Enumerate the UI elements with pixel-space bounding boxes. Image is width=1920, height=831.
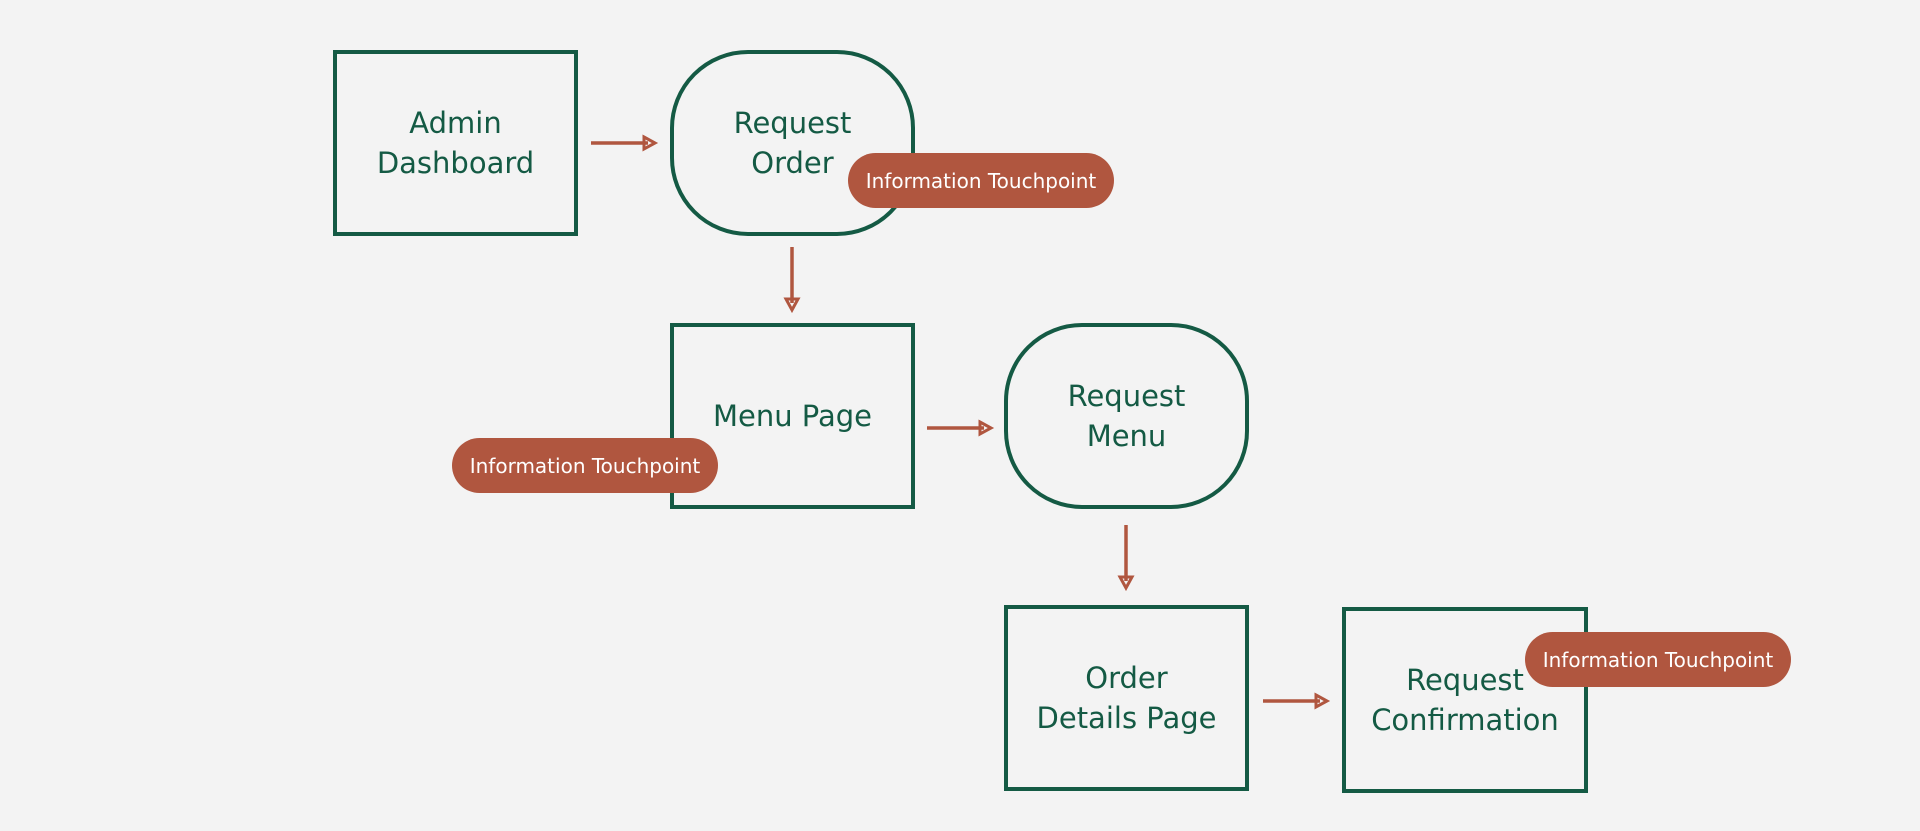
arrow-admin-to-request-order [591, 134, 659, 152]
node-admin-dashboard: Admin Dashboard [333, 50, 578, 236]
node-admin-dashboard-label: Admin Dashboard [376, 106, 535, 180]
node-order-details-page-label: Order Details Page [1036, 661, 1217, 735]
node-menu-page: Menu Page [670, 323, 915, 509]
node-request-order-label: Request Order [733, 106, 852, 180]
touchpoint-badge-request-order: Information Touchpoint [848, 153, 1114, 208]
arrow-request-menu-to-order-details [1117, 525, 1135, 592]
node-request-menu-label: Request Menu [1067, 379, 1186, 453]
node-request-order: Request Order [670, 50, 915, 236]
touchpoint-badge-request-confirmation: Information Touchpoint [1525, 632, 1791, 687]
node-order-details-page: Order Details Page [1004, 605, 1249, 791]
node-request-confirmation-label: Request Confirmation [1371, 663, 1559, 737]
node-request-menu: Request Menu [1004, 323, 1249, 509]
node-request-confirmation: Request Confirmation [1342, 607, 1588, 793]
arrow-request-order-to-menu-page [783, 247, 801, 314]
touchpoint-badge-menu-page: Information Touchpoint [452, 438, 718, 493]
arrow-order-details-to-request-confirmation [1263, 692, 1331, 710]
arrow-menu-page-to-request-menu [927, 419, 995, 437]
node-menu-page-label: Menu Page [712, 399, 873, 433]
